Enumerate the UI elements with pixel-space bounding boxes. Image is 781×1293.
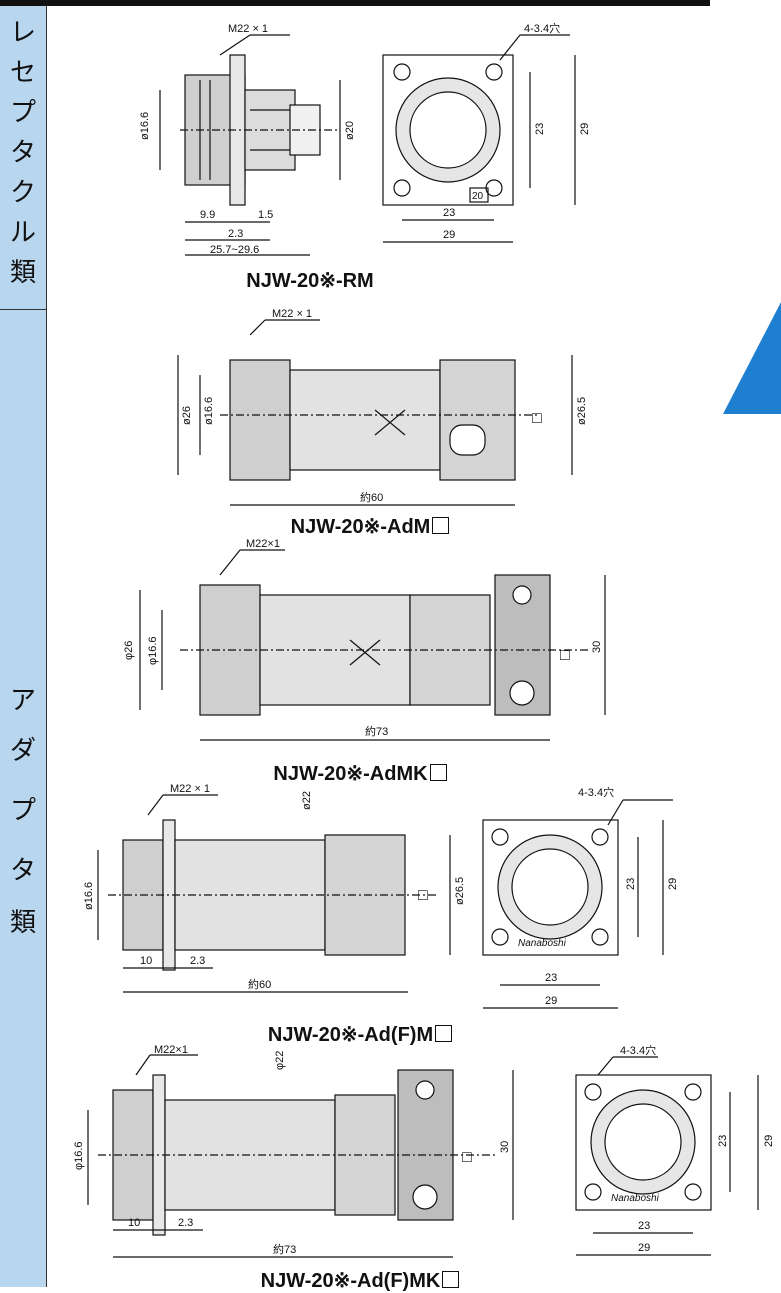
dim-dia-b: φ22: [274, 1051, 286, 1070]
sidebar-char: 類: [9, 258, 36, 288]
sidebar-char: プ: [9, 796, 36, 826]
model-label: NJW-20※-RM: [140, 268, 480, 293]
sidebar-char: タ: [9, 856, 36, 886]
dim-dia-a: φ16.6: [73, 1141, 85, 1170]
model-name: NJW-20※-AdM: [290, 516, 431, 538]
dim-len2: 1.5: [258, 209, 273, 221]
dim-pitch-v: 23: [625, 878, 637, 890]
dim-thread: M22×1: [246, 538, 280, 550]
brand-logo: Nanaboshi: [611, 1193, 660, 1204]
sidebar-char: ア: [9, 686, 36, 716]
model-label: NJW-20※-AdMK: [120, 761, 600, 786]
dim-pitch-v: 23: [534, 123, 546, 135]
dim-hole: 4-3.4穴: [524, 21, 560, 35]
dim-len2: 2.3: [178, 1217, 193, 1229]
dim-dia-a: φ26: [123, 641, 135, 660]
dim-outer-h: 29: [638, 1242, 650, 1254]
model-label: NJW-20※-Ad(F)M: [120, 1022, 600, 1047]
dim-len1: 9.9: [200, 209, 215, 221]
sidebar-char: プ: [9, 98, 36, 128]
dim-box: □: [462, 1149, 472, 1166]
dim-len-total: 約73: [365, 724, 388, 738]
dim-height: 30: [591, 641, 603, 653]
corner-triangle-tab: [723, 302, 781, 414]
dim-dia-a: ø16.6: [140, 112, 151, 140]
dim-thread: M22 × 1: [272, 308, 312, 320]
dim-outer-h: 29: [545, 995, 557, 1007]
dim-dia-b: ø16.6: [203, 397, 215, 425]
option-box: [432, 517, 450, 534]
dim-thread: M22×1: [154, 1045, 188, 1056]
dim-box: □: [560, 647, 570, 664]
dim-dia-c: ø26.5: [454, 877, 466, 905]
dim-pitch-h: 23: [638, 1220, 650, 1232]
dim-box: □: [532, 410, 542, 427]
model-label: NJW-20※-Ad(F)MK: [120, 1268, 600, 1293]
dim-outer-v: 29: [667, 878, 679, 890]
model-name: NJW-20※-AdMK: [273, 763, 428, 785]
top-rule: [0, 0, 710, 6]
option-box: [442, 1271, 460, 1288]
sidebar-char: ク: [9, 178, 36, 208]
dim-pitch-v: 23: [717, 1135, 729, 1147]
sidebar-char: タ: [9, 138, 36, 168]
dim-pitch-h: 23: [443, 207, 455, 219]
model-label: NJW-20※-AdM: [160, 514, 580, 539]
drawing-admk: M22×1 φ26 φ16.6 □ 30 約73: [123, 538, 606, 741]
dim-outer-v: 29: [579, 123, 591, 135]
dim-dia-a: ø16.6: [83, 882, 95, 910]
brand-logo: Nanaboshi: [518, 938, 567, 949]
dim-dia-b: φ16.6: [147, 636, 159, 665]
dim-dia-b: ø22: [301, 791, 313, 810]
dim-len-total: 約73: [273, 1242, 296, 1256]
drawing-adfmk: M22×1 φ16.6 φ22 □ 30 10 2.3 約73 Nanabosh…: [73, 1045, 775, 1258]
option-box: [429, 764, 447, 781]
drawing-adfm: M22 × 1 ø16.6 ø22 □ ø26.5 10 2.3 約60 Nan…: [83, 783, 679, 1009]
dim-len3: 2.3: [228, 228, 243, 240]
drawing-rm: ø16.6 ø20 M22 × 1 9.9 1.5 2.3 25.7~29.6 …: [140, 21, 591, 256]
sidebar-char: セ: [9, 58, 36, 88]
dim-pitch-h: 23: [545, 972, 557, 984]
dim-dia-a: ø26: [181, 406, 193, 425]
dim-height: 30: [499, 1141, 511, 1153]
size-mark: 20: [472, 191, 484, 202]
sidebar-char: ル: [9, 218, 36, 248]
dim-len2: 2.3: [190, 955, 205, 967]
dim-outer-v: 29: [763, 1135, 775, 1147]
dim-len1: 10: [128, 1217, 140, 1229]
category-sidebar: レ セ プ タ ク ル 類 ア ダ プ タ 類: [0, 6, 47, 1287]
drawing-adm: M22 × 1 ø26 ø16.6 □ ø26.5 約60: [177, 308, 588, 506]
dim-len-total: 25.7~29.6: [210, 244, 259, 256]
model-name: NJW-20※-Ad(F)M: [267, 1024, 434, 1046]
sidebar-divider: [0, 309, 46, 310]
dim-len-total: 約60: [360, 490, 383, 504]
dim-hole: 4-3.4穴: [620, 1045, 656, 1057]
model-name: NJW-20※-RM: [246, 270, 374, 292]
dim-thread: M22 × 1: [170, 783, 210, 795]
sidebar-char: ダ: [9, 736, 36, 766]
dim-len-total: 約60: [248, 977, 271, 991]
model-name: NJW-20※-Ad(F)MK: [260, 1270, 441, 1292]
dim-dia-b: ø20: [344, 121, 356, 140]
dim-len1: 10: [140, 955, 152, 967]
dim-box: □: [418, 887, 428, 904]
dim-hole: 4-3.4穴: [578, 785, 614, 799]
sidebar-char: 類: [9, 908, 36, 938]
sidebar-char: レ: [9, 18, 36, 48]
dim-dia-c: ø26.5: [576, 397, 588, 425]
dim-thread: M22 × 1: [228, 23, 268, 35]
dim-outer-h: 29: [443, 229, 455, 241]
option-box: [435, 1025, 453, 1042]
